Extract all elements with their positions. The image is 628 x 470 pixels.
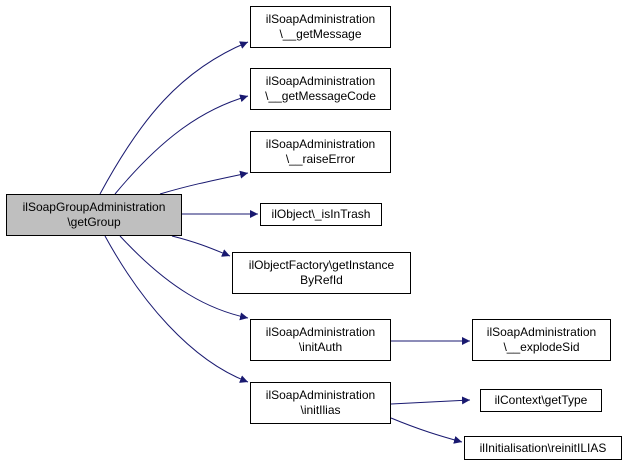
node-raiseerror-line2: \__raiseError xyxy=(285,152,356,166)
node-reinitilias[interactable]: ilInitialisation\reinitILIAS xyxy=(464,436,622,460)
node-isintrash-line1: ilObject\_isInTrash xyxy=(271,207,371,221)
node-root-getgroup[interactable]: ilSoapGroupAdministration \getGroup xyxy=(6,194,182,236)
node-explodesid-line2: \__explodeSid xyxy=(503,340,580,354)
node-initilias[interactable]: ilSoapAdministration \initIlias xyxy=(250,382,391,424)
node-isintrash[interactable]: ilObject\_isInTrash xyxy=(260,203,382,226)
node-initauth-line2: \initAuth xyxy=(298,340,343,354)
node-root-line1: ilSoapGroupAdministration xyxy=(22,200,166,214)
edge-root-getmessage xyxy=(99,41,249,195)
node-getinstancebyrefid[interactable]: ilObjectFactory\getInstance ByRefId xyxy=(232,252,411,294)
edge-root-initauth xyxy=(119,235,249,321)
node-raiseerror-line1: ilSoapAdministration xyxy=(265,137,376,151)
node-initauth-line1: ilSoapAdministration xyxy=(265,325,376,339)
node-explodesid-line1: ilSoapAdministration xyxy=(486,325,597,339)
node-gettype[interactable]: ilContext\getType xyxy=(480,389,602,412)
node-getmessage-line2: \__getMessage xyxy=(279,27,362,41)
edge-root-raiseerror xyxy=(159,170,249,195)
edge-initilias-gettype xyxy=(390,396,471,405)
node-getmessagecode[interactable]: ilSoapAdministration \__getMessageCode xyxy=(250,68,391,110)
node-initauth[interactable]: ilSoapAdministration \initAuth xyxy=(250,319,391,361)
node-root-line2: \getGroup xyxy=(67,215,121,229)
node-getmessagecode-line1: ilSoapAdministration xyxy=(265,74,376,88)
node-getinstance-line2: ByRefId xyxy=(300,273,343,287)
node-gettype-line1: ilContext\getType xyxy=(494,393,588,407)
node-getmessage-line1: ilSoapAdministration xyxy=(265,12,376,26)
node-explodesid[interactable]: ilSoapAdministration \__explodeSid xyxy=(472,319,611,361)
node-initilias-line2: \initIlias xyxy=(300,403,341,417)
edge-initilias-reinit xyxy=(390,417,463,444)
edge-root-initilias xyxy=(104,235,249,383)
node-getmessagecode-line2: \__getMessageCode xyxy=(265,89,376,103)
node-initilias-line1: ilSoapAdministration xyxy=(265,388,376,402)
edge-root-getmessagecode xyxy=(114,94,249,195)
node-getinstance-line1: ilObjectFactory\getInstance xyxy=(248,258,395,272)
node-raiseerror[interactable]: ilSoapAdministration \__raiseError xyxy=(250,131,391,173)
node-reinitilias-line1: ilInitialisation\reinitILIAS xyxy=(479,440,607,455)
node-getmessage[interactable]: ilSoapAdministration \__getMessage xyxy=(250,6,391,48)
edge-root-getinstance xyxy=(171,235,231,257)
